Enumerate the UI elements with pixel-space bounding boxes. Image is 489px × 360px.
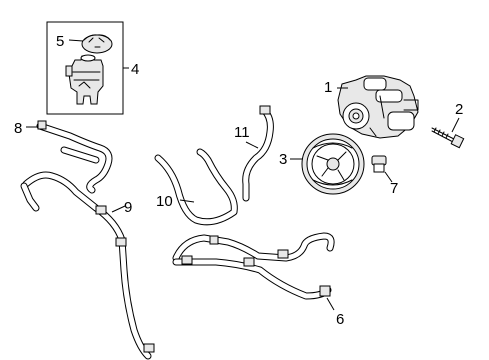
pump-bolt	[431, 127, 465, 149]
callout-4: 4	[131, 61, 139, 78]
hose-9	[20, 171, 155, 360]
hose-8	[36, 120, 113, 194]
callout-2: 2	[455, 101, 463, 118]
callout-8: 8	[14, 120, 22, 137]
reservoir-group	[46, 21, 129, 115]
pump-fitting	[371, 155, 387, 173]
callout-7: 7	[390, 180, 398, 197]
hose-11	[242, 105, 274, 202]
callout-9: 9	[124, 199, 132, 216]
callout-1: 1	[324, 79, 332, 96]
callout-6: 6	[336, 311, 344, 328]
reservoir-body	[65, 54, 104, 105]
hose-10	[154, 148, 238, 226]
power-steering-pump	[337, 75, 419, 139]
callout-3: 3	[279, 151, 287, 168]
callout-11: 11	[234, 124, 250, 141]
hose-6	[172, 232, 335, 300]
callout-5: 5	[56, 33, 64, 50]
callout-10: 10	[156, 193, 173, 210]
pump-pulley	[301, 133, 365, 195]
reservoir-cap	[81, 34, 113, 54]
